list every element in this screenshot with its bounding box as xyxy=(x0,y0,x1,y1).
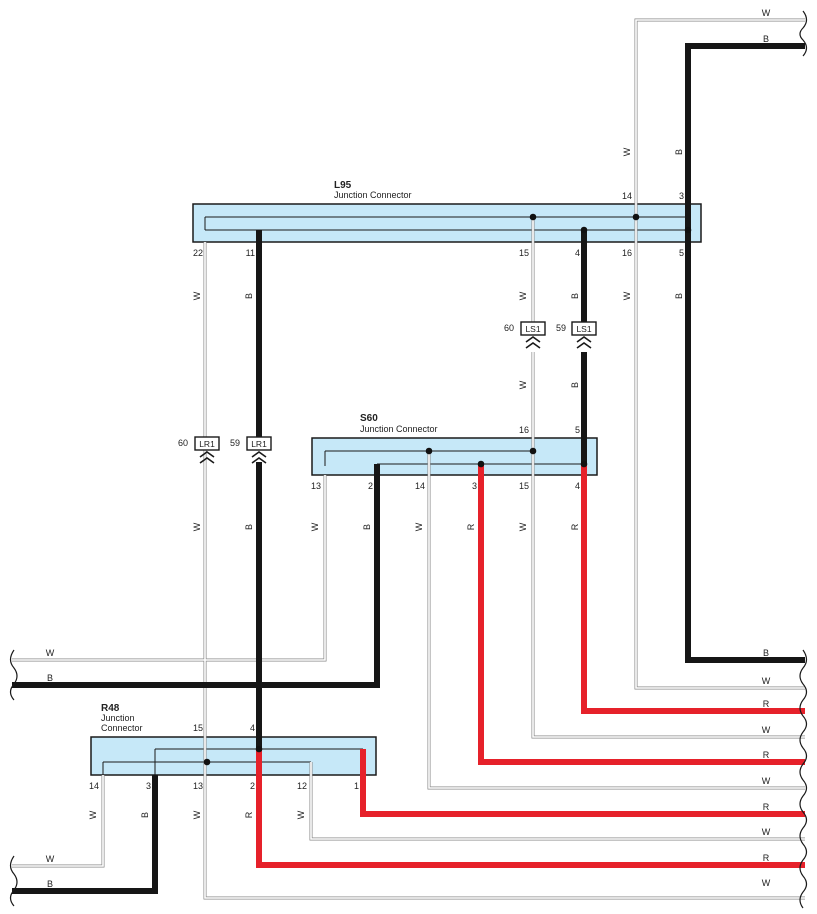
pin-numbers: 14 3 22 11 15 4 16 5 16 5 13 2 14 3 15 4… xyxy=(89,191,684,791)
wire-color-label: W xyxy=(518,291,528,300)
inline-connector-lr1-white: 60 LR1 xyxy=(178,436,220,464)
connector-s60-id: S60 xyxy=(360,413,378,424)
pin-number: 4 xyxy=(250,723,255,733)
pin-number: 16 xyxy=(519,425,529,435)
inline-connector-ls1-black: 59 LS1 xyxy=(556,321,597,349)
pin-number: 5 xyxy=(679,248,684,258)
inline-connector-code: LS1 xyxy=(576,324,591,334)
wire-color-label: B xyxy=(763,648,769,658)
connector-r48-name-line2: Connector xyxy=(101,723,143,733)
wire-color-label: B xyxy=(674,293,684,299)
wire-color-label: B xyxy=(570,382,580,388)
wire-color-label: W xyxy=(46,854,55,864)
pin-number: 4 xyxy=(575,248,580,258)
black-wires xyxy=(12,43,805,894)
wire-color-label: W xyxy=(622,291,632,300)
wire-color-label: W xyxy=(762,827,771,837)
wire-color-label: W xyxy=(762,8,771,18)
wire-color-label: B xyxy=(47,673,53,683)
pin-number: 13 xyxy=(193,781,203,791)
pin-number: 22 xyxy=(193,248,203,258)
wire-break-marks xyxy=(9,10,808,909)
wire-color-label: R xyxy=(763,699,770,709)
wire-color-label: W xyxy=(518,522,528,531)
inline-connector-code: LR1 xyxy=(251,439,267,449)
inline-connector-pin: 60 xyxy=(178,438,188,448)
inline-connector-pin: 59 xyxy=(230,438,240,448)
connector-l95-bus xyxy=(204,216,688,231)
pin-number: 3 xyxy=(472,481,477,491)
connector-l95-name: Junction Connector xyxy=(334,190,412,200)
pin-number: 2 xyxy=(250,781,255,791)
wire-color-label: W xyxy=(296,810,306,819)
wire-color-label: W xyxy=(762,878,771,888)
wire-color-label: W xyxy=(192,291,202,300)
pin-number: 11 xyxy=(246,248,255,258)
wire-color-label: R xyxy=(763,853,770,863)
left-edge-wire-labels: W B W B xyxy=(46,648,55,889)
connector-l95-id: L95 xyxy=(334,180,352,191)
wire-color-label: W xyxy=(192,522,202,531)
wire-color-label: W xyxy=(192,810,202,819)
pin-number: 12 xyxy=(297,781,307,791)
wire-color-label: W xyxy=(762,725,771,735)
wire-color-label: B xyxy=(362,524,372,530)
splice-dots xyxy=(203,213,692,766)
inline-connector-pin: 59 xyxy=(556,323,566,333)
pin-number: 14 xyxy=(89,781,99,791)
connector-l95-body xyxy=(192,203,702,243)
pin-number: 3 xyxy=(146,781,151,791)
pin-number: 3 xyxy=(679,191,684,201)
wire-color-label: B xyxy=(47,879,53,889)
pin-number: 14 xyxy=(622,191,632,201)
wire-color-label: B xyxy=(244,293,254,299)
wire-color-label: W xyxy=(88,810,98,819)
wire-color-label: R xyxy=(763,802,770,812)
connector-l95 xyxy=(192,203,702,243)
wire-color-label: W xyxy=(762,776,771,786)
wire-color-label: B xyxy=(674,149,684,155)
pin-number: 2 xyxy=(368,481,373,491)
pin-number: 15 xyxy=(519,248,529,258)
pin-number: 13 xyxy=(311,481,321,491)
wire-color-label: W xyxy=(762,676,771,686)
connector-s60 xyxy=(311,437,598,476)
inline-connector-lr1-black: 59 LR1 xyxy=(230,436,272,464)
wire-color-label: W xyxy=(414,522,424,531)
wire-color-label: R xyxy=(570,523,580,530)
inline-connector-code: LR1 xyxy=(199,439,215,449)
connector-s60-body xyxy=(311,437,598,476)
wire-color-label: W xyxy=(46,648,55,658)
wire-color-label: R xyxy=(763,750,770,760)
connector-r48-name-line1: Junction xyxy=(101,713,135,723)
wire-color-label: B xyxy=(570,293,580,299)
pin-number: 15 xyxy=(193,723,203,733)
wire-color-label: W xyxy=(310,522,320,531)
pin-number: 15 xyxy=(519,481,529,491)
connector-r48-body xyxy=(90,736,377,776)
pin-number: 1 xyxy=(354,781,359,791)
wire-color-label: W xyxy=(622,147,632,156)
wire-color-label: W xyxy=(518,380,528,389)
wire-color-label: R xyxy=(466,523,476,530)
pin-number: 16 xyxy=(622,248,632,258)
right-edge-wire-labels: W B B W R W R W R W R W xyxy=(762,8,771,888)
wire-color-label: B xyxy=(763,34,769,44)
pin-number: 14 xyxy=(415,481,425,491)
wire-color-label: B xyxy=(140,812,150,818)
vertical-wire-labels: W B W B W B W B W B W B W B W R W R W B … xyxy=(88,147,684,819)
connector-r48 xyxy=(90,736,377,776)
inline-connector-ls1-white: 60 LS1 xyxy=(504,321,546,349)
pin-number: 4 xyxy=(575,481,580,491)
wire-color-label: B xyxy=(244,524,254,530)
red-wires xyxy=(256,464,805,868)
connector-s60-name: Junction Connector xyxy=(360,424,438,434)
inline-connector-pin: 60 xyxy=(504,323,514,333)
pin-number: 5 xyxy=(575,425,580,435)
wire-color-label: R xyxy=(244,811,254,818)
connector-r48-id: R48 xyxy=(101,703,120,714)
white-wires xyxy=(12,18,805,900)
inline-connector-code: LS1 xyxy=(525,324,540,334)
